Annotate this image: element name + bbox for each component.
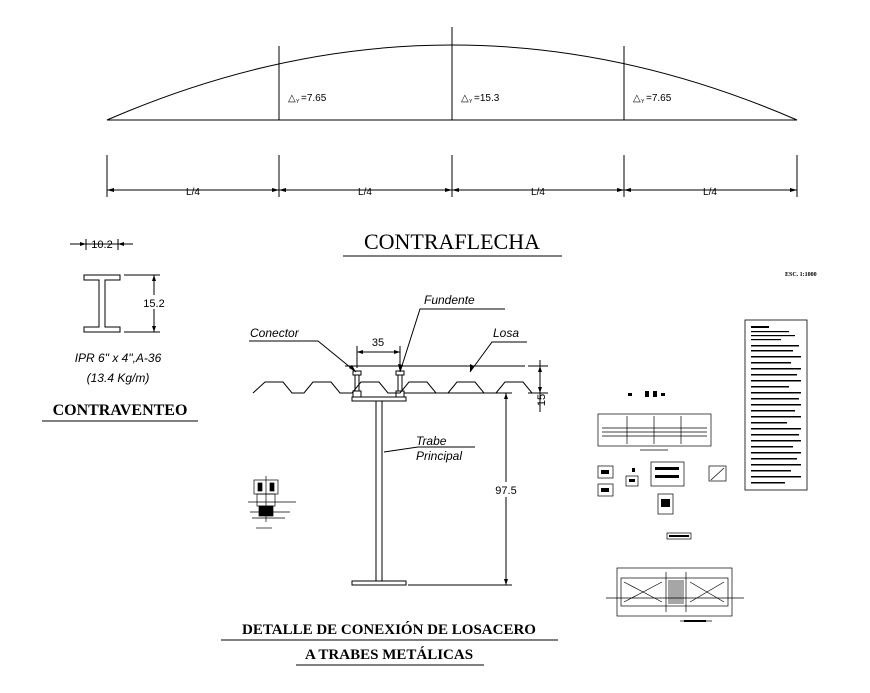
label-mask (142, 295, 166, 309)
camber-deltas: △ Y =7.65 △ Y =15.3 △ Y =7.65 (288, 93, 672, 105)
delta-value: =7.65 (301, 93, 327, 104)
mini-details-row (597, 461, 727, 540)
label-slab: Losa (493, 326, 519, 340)
delta-symbol: △ (288, 93, 296, 104)
delta-symbol: △ (633, 93, 641, 104)
dim-label: L/4 (531, 187, 545, 198)
delta-subscript: Y (296, 99, 300, 105)
delta-value: =15.3 (474, 93, 500, 104)
dim-label: L/4 (358, 187, 372, 198)
mini-elevation (597, 413, 712, 451)
span-dimension-labels: L/4 L/4 L/4 L/4 (186, 187, 717, 198)
connection-title-2: A TRABES METÁLICAS (305, 646, 473, 663)
delta-value: =7.65 (646, 93, 672, 104)
dim-label: L/4 (186, 187, 200, 198)
connection-arrows (349, 350, 542, 585)
dim-label: L/4 (703, 187, 717, 198)
mini-detail-left (248, 476, 296, 529)
brace-arrows (80, 242, 156, 332)
delta-subscript: Y (469, 99, 473, 105)
shear-connectors (352, 370, 405, 398)
brace-title: CONTRAVENTEO (53, 402, 188, 419)
brace-section (70, 239, 160, 333)
camber-title: CONTRAFLECHA (364, 229, 540, 254)
brace-height-dim: 15.2 (143, 298, 164, 310)
notes-panel (744, 319, 808, 491)
dim-deck: 15 (536, 394, 548, 406)
mini-plan-fill (668, 580, 706, 622)
label-flux: Fundente (424, 293, 475, 307)
camber-diagram (106, 27, 798, 121)
brace-spec-line1: IPR 6" x 4",A-36 (75, 351, 162, 365)
connection-title-1: DETALLE DE CONEXIÓN DE LOSACERO (242, 621, 536, 638)
main-beam (351, 396, 407, 586)
dim-spacing: 35 (372, 337, 384, 349)
scale-note: ESC. 1:1000 (785, 272, 817, 278)
delta-subscript: Y (641, 99, 645, 105)
mini-marks-top (628, 391, 665, 397)
delta-symbol: △ (461, 93, 469, 104)
mini-details-fill (601, 467, 689, 537)
span-dimension-line (106, 155, 798, 197)
i-beam-profile (83, 274, 121, 333)
brace-spec-line2: (13.4 Kg/m) (87, 371, 150, 385)
label-mask (493, 482, 519, 497)
label-beam-2: Principal (416, 449, 462, 463)
mini-plan (606, 567, 744, 622)
label-connector: Conector (250, 326, 300, 340)
connection-leaders (249, 308, 548, 586)
span-dimension-arrows (107, 188, 797, 192)
dim-height: 97.5 (495, 485, 516, 497)
brace-width-dim: 10.2 (91, 239, 112, 251)
label-beam-1: Trabe (416, 434, 447, 448)
